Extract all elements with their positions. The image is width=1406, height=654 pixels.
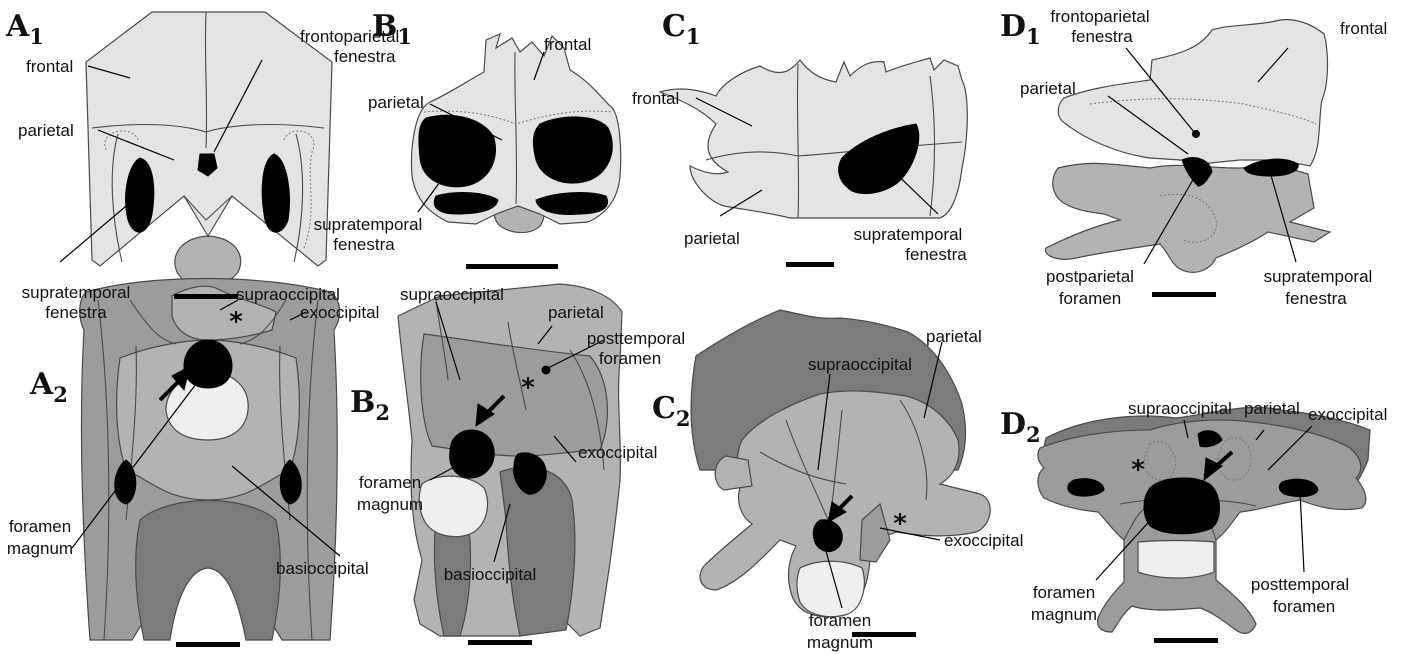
label-d2-parietal: parietal <box>1244 399 1300 418</box>
panel-letter-c2: C2 <box>652 391 691 431</box>
asterisk-b2: * <box>521 373 535 403</box>
label-b2-foramen-line1: foramen <box>359 473 421 492</box>
label-d1-frontoparietal-line1: frontoparietal <box>1050 7 1149 26</box>
skull-a1-dorsal <box>86 12 332 288</box>
panel-letter-d1: D1 <box>1000 9 1041 49</box>
label-b2-posttemporal-line1: posttemporal <box>587 329 685 348</box>
label-c2-foramen-line1: foramen <box>809 611 871 630</box>
scale-bar-d1 <box>1152 292 1216 297</box>
label-d2-foramen-line2: magnum <box>1031 605 1097 624</box>
label-b2-posttemporal-line2: foramen <box>599 349 661 368</box>
label-d1-frontal: frontal <box>1340 19 1387 38</box>
label-a2-basioccipital: basioccipital <box>276 559 369 578</box>
label-a1-frontoparietal-line1: frontoparietal <box>300 27 399 46</box>
label-b1-frontal: frontal <box>544 35 591 54</box>
scale-bar-d2 <box>1154 638 1218 643</box>
label-c2-parietal: parietal <box>926 327 982 346</box>
label-b1-supratemporal-line1: supratemporal <box>314 215 423 234</box>
label-a1-supratemporal-line1: supratemporal <box>22 283 131 302</box>
label-b2-supraoccipital: supraoccipital <box>400 285 504 304</box>
label-a2-foramen-line1: foramen <box>9 517 71 536</box>
skull-a2-occipital <box>80 279 340 641</box>
label-c1-supratemporal-line2: fenestra <box>905 245 967 264</box>
label-b2-parietal: parietal <box>548 303 604 322</box>
scale-bar-b1 <box>466 264 558 269</box>
label-d2-posttemporal-line2: foramen <box>1273 597 1335 616</box>
label-b2-foramen-line2: magnum <box>357 495 423 514</box>
label-a1-parietal: parietal <box>18 121 74 140</box>
panel-letter-d2: D2 <box>1000 407 1041 447</box>
label-d1-postparietal-line2: foramen <box>1059 289 1121 308</box>
panel-letter-a1: A1 <box>5 9 44 49</box>
label-d1-parietal: parietal <box>1020 79 1076 98</box>
skull-d1-dorsolateral <box>1045 20 1330 273</box>
label-d2-exoccipital: exoccipital <box>1308 405 1387 424</box>
label-c1-frontal: frontal <box>632 89 679 108</box>
panel-letter-c1: C1 <box>662 9 701 49</box>
scale-bar-c1 <box>786 262 834 267</box>
panel-letter-b2: B2 <box>350 385 390 425</box>
label-d1-supratemporal-line1: supratemporal <box>1264 267 1373 286</box>
label-c1-parietal: parietal <box>684 229 740 248</box>
label-a1-supratemporal-line2: fenestra <box>45 303 107 322</box>
label-a1-frontoparietal-line2: fenestra <box>334 47 396 66</box>
label-c2-supraoccipital: supraoccipital <box>808 355 912 374</box>
label-b1-supratemporal-line2: fenestra <box>333 235 395 254</box>
label-c2-foramen-line2: magnum <box>807 633 873 652</box>
scale-bar-a1 <box>174 294 238 299</box>
label-a2-foramen-line2: magnum <box>7 539 73 558</box>
label-a1-frontal: frontal <box>26 57 73 76</box>
scale-bar-b2 <box>468 640 532 645</box>
panel-letter-a2: A2 <box>29 367 68 407</box>
label-b2-exoccipital: exoccipital <box>578 443 657 462</box>
label-a2-supraoccipital: supraoccipital <box>236 285 340 304</box>
label-c2-exoccipital: exoccipital <box>944 531 1023 550</box>
label-d2-posttemporal-line1: posttemporal <box>1251 575 1349 594</box>
label-d2-supraoccipital: supraoccipital <box>1128 399 1232 418</box>
asterisk-d2: * <box>1131 455 1145 485</box>
label-d1-postparietal-line1: postparietal <box>1046 267 1134 286</box>
asterisk-c2: * <box>893 509 907 539</box>
skull-c1-lateral <box>660 58 967 218</box>
label-a2-exoccipital: exoccipital <box>300 303 379 322</box>
label-d1-frontoparietal-line2: fenestra <box>1071 27 1133 46</box>
asterisk-a2: * <box>229 307 243 337</box>
scale-bar-a2 <box>176 642 240 647</box>
skull-b1-dorsal <box>412 34 621 233</box>
label-d1-supratemporal-line2: fenestra <box>1285 289 1347 308</box>
label-b2-basioccipital: basioccipital <box>444 565 537 584</box>
label-d2-foramen-line1: foramen <box>1033 583 1095 602</box>
label-c1-supratemporal-line1: supratemporal <box>854 225 963 244</box>
label-b1-parietal: parietal <box>368 93 424 112</box>
